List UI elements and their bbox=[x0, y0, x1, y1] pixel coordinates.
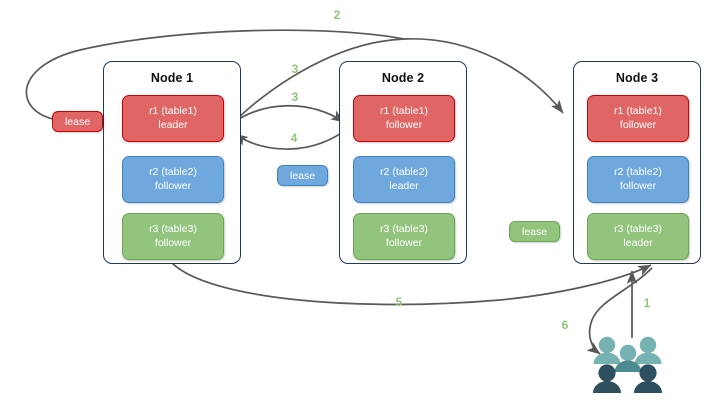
replica-role: follower bbox=[385, 118, 423, 131]
replica-name: r2 (table2) bbox=[149, 166, 197, 179]
replica-node1-r1[interactable]: r1 (table1) leader bbox=[122, 95, 224, 142]
replica-role: follower bbox=[385, 236, 423, 249]
replica-name: r1 (table1) bbox=[149, 105, 197, 118]
lease-box-table2[interactable]: lease bbox=[277, 165, 328, 186]
replica-role: follower bbox=[619, 179, 657, 192]
edge-label-5: 5 bbox=[395, 295, 403, 309]
replica-role: leader bbox=[158, 118, 188, 131]
node-box-node1[interactable]: Node 1 r1 (table1) leader r2 (table2) fo… bbox=[103, 61, 241, 264]
replica-name: r3 (table3) bbox=[614, 223, 662, 236]
people-group-icon bbox=[591, 334, 669, 396]
replica-node1-r2[interactable]: r2 (table2) follower bbox=[122, 156, 224, 203]
edge-label-2: 2 bbox=[333, 8, 341, 22]
replica-role: follower bbox=[619, 118, 657, 131]
replica-name: r2 (table2) bbox=[614, 166, 662, 179]
lease-box-table1[interactable]: lease bbox=[52, 111, 103, 132]
edge-label-3a: 3 bbox=[291, 62, 299, 76]
replica-node2-r1[interactable]: r1 (table1) follower bbox=[353, 95, 455, 142]
replica-role: leader bbox=[389, 179, 419, 192]
replica-node3-r3[interactable]: r3 (table3) leader bbox=[587, 213, 689, 260]
edge-3-short bbox=[230, 104, 345, 125]
lease-label: lease bbox=[64, 115, 91, 128]
replica-node1-r3[interactable]: r3 (table3) follower bbox=[122, 213, 224, 260]
node-box-node2[interactable]: Node 2 r1 (table1) follower r2 (table2) … bbox=[339, 61, 467, 264]
edge-5 bbox=[171, 262, 652, 306]
replica-name: r3 (table3) bbox=[380, 223, 428, 236]
node-box-node3[interactable]: Node 3 r1 (table1) follower r2 (table2) … bbox=[573, 61, 701, 264]
node-title-node2: Node 2 bbox=[381, 71, 425, 85]
replica-role: leader bbox=[623, 236, 653, 249]
node-title-node3: Node 3 bbox=[615, 71, 659, 85]
replica-name: r1 (table1) bbox=[614, 105, 662, 118]
node-title-node1: Node 1 bbox=[150, 71, 194, 85]
replica-node3-r1[interactable]: r1 (table1) follower bbox=[587, 95, 689, 142]
replica-role: follower bbox=[154, 236, 192, 249]
lease-label: lease bbox=[521, 225, 548, 238]
replica-node2-r2[interactable]: r2 (table2) leader bbox=[353, 156, 455, 203]
replica-name: r2 (table2) bbox=[380, 166, 428, 179]
replica-name: r3 (table3) bbox=[149, 223, 197, 236]
edge-label-1: 1 bbox=[643, 296, 651, 310]
lease-label: lease bbox=[289, 169, 316, 182]
edge-label-4: 4 bbox=[290, 131, 298, 145]
replica-role: follower bbox=[154, 179, 192, 192]
replica-name: r1 (table1) bbox=[380, 105, 428, 118]
edge-label-6: 6 bbox=[561, 318, 569, 332]
lease-box-table3[interactable]: lease bbox=[509, 221, 560, 242]
replica-node2-r3[interactable]: r3 (table3) follower bbox=[353, 213, 455, 260]
replica-node3-r2[interactable]: r2 (table2) follower bbox=[587, 156, 689, 203]
edge-label-3b: 3 bbox=[291, 90, 299, 104]
